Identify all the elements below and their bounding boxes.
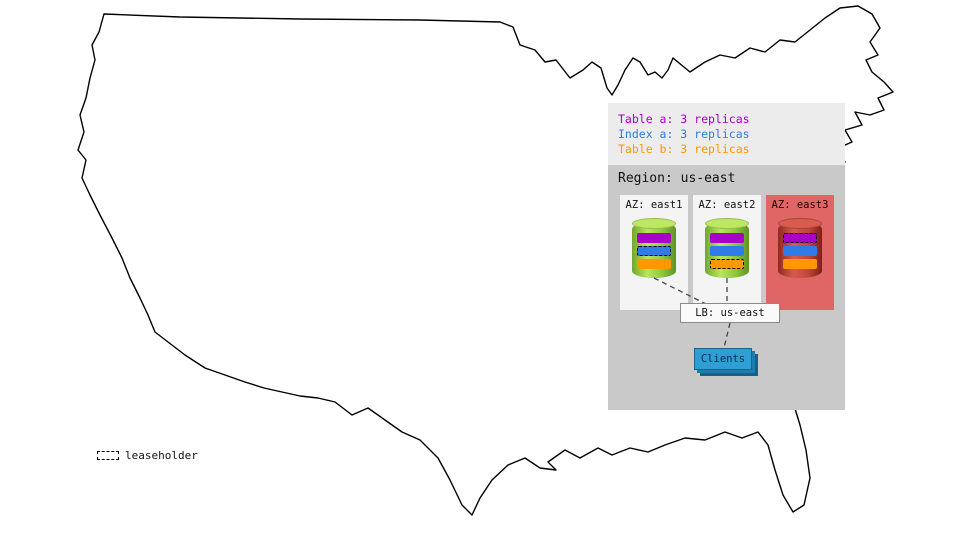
az-east2-label: AZ: east2: [698, 199, 756, 211]
cylinder-top: [632, 218, 676, 229]
leaseholder-swatch-icon: [97, 451, 119, 460]
load-balancer-box: LB: us-east: [680, 303, 780, 323]
replica-bars: [637, 233, 671, 269]
az-east2-database-cylinder: [705, 218, 749, 278]
az-east3-label: AZ: east3: [771, 199, 829, 211]
replica-index-a: [637, 246, 671, 256]
az-east3-database-cylinder: [778, 218, 822, 278]
legend-table-a: Table a: 3 replicas: [618, 112, 750, 126]
az-east1-database-cylinder: [632, 218, 676, 278]
replica-table-b: [783, 259, 817, 269]
region-box: Region: us-east AZ: east1 AZ: east2: [608, 165, 845, 410]
az-east3: AZ: east3: [766, 195, 834, 310]
replica-table-b: [637, 259, 671, 269]
az-east1-label: AZ: east1: [625, 199, 683, 211]
replica-table-a: [710, 233, 744, 243]
replica-table-a: [637, 233, 671, 243]
replica-bars: [783, 233, 817, 269]
replica-index-a: [783, 246, 817, 256]
leaseholder-legend: leaseholder: [97, 449, 198, 462]
az-east2: AZ: east2: [693, 195, 761, 310]
cylinder-top: [705, 218, 749, 229]
region-title: Region: us-east: [618, 171, 736, 186]
replica-table-b: [710, 259, 744, 269]
legend-index-a: Index a: 3 replicas: [618, 127, 750, 141]
clients-box: Clients: [694, 348, 752, 370]
replica-table-a: [783, 233, 817, 243]
replica-bars: [710, 233, 744, 269]
legend-table-b: Table b: 3 replicas: [618, 142, 750, 156]
cylinder-top: [778, 218, 822, 229]
leaseholder-legend-label: leaseholder: [125, 449, 198, 462]
replica-index-a: [710, 246, 744, 256]
replica-legend: Table a: 3 replicas Index a: 3 replicas …: [608, 103, 845, 165]
az-east1: AZ: east1: [620, 195, 688, 310]
